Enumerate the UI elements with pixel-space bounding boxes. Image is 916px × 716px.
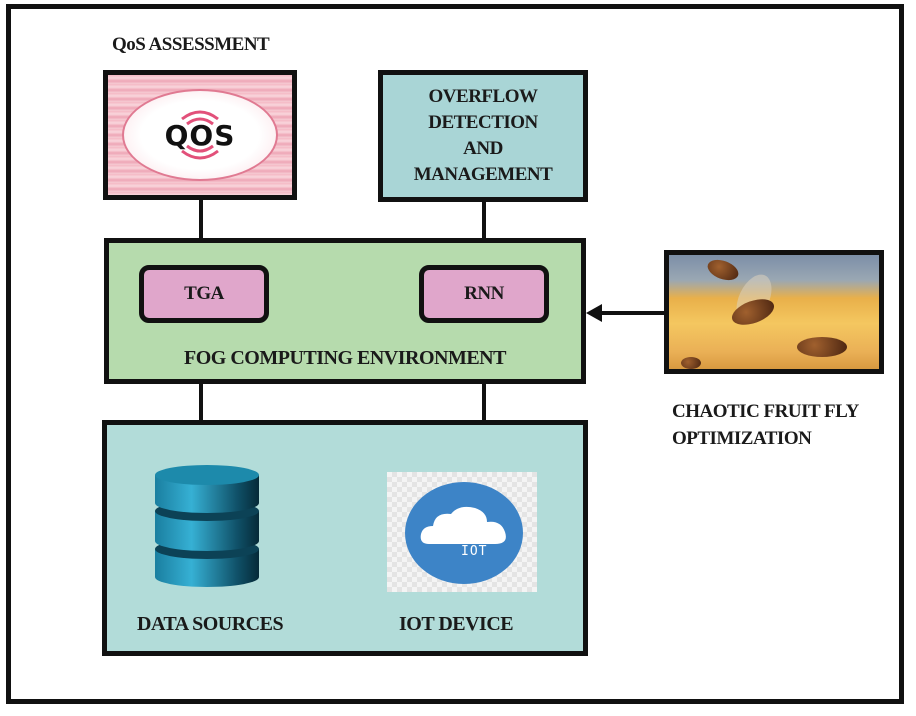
overflow-line-1: OVERFLOW <box>428 86 538 107</box>
rnn-module: RNN <box>419 265 549 323</box>
overflow-line-2: DETECTION <box>428 112 538 133</box>
caption-line-2: OPTIMIZATION <box>672 428 812 449</box>
data-sources-label: DATA SOURCES <box>137 613 284 635</box>
data-layer-box: IOT DATA SOURCES IOT DEVICE <box>102 420 588 656</box>
connector-fog-data-sources <box>199 384 203 420</box>
fruit-fly-3 <box>797 337 847 357</box>
rnn-label: RNN <box>464 283 504 304</box>
iot-device-icon: IOT <box>387 472 537 592</box>
chaotic-fruit-fly-caption: CHAOTIC FRUIT FLY OPTIMIZATION <box>672 398 859 452</box>
signal-waves-icon <box>181 110 219 160</box>
connector-fog-iot <box>482 384 486 420</box>
overflow-detection-box: OVERFLOW DETECTION AND MANAGEMENT <box>378 70 588 202</box>
arrow-head-icon <box>586 304 602 322</box>
database-icon <box>155 465 259 587</box>
fog-computing-box: TGA RNN FOG COMPUTING ENVIRONMENT <box>104 238 586 384</box>
qos-assessment-title: QoS ASSESSMENT <box>112 34 270 55</box>
fruit-fly-4 <box>681 357 701 369</box>
overflow-line-4: MANAGEMENT <box>413 164 553 185</box>
fog-computing-label: FOG COMPUTING ENVIRONMENT <box>184 347 506 369</box>
tga-label: TGA <box>184 283 224 304</box>
iot-icon-text: IOT <box>461 544 488 559</box>
fruit-fly-1 <box>728 294 778 330</box>
fruit-fly-2 <box>704 256 742 284</box>
tga-module: TGA <box>139 265 269 323</box>
iot-circle: IOT <box>405 482 523 584</box>
cloud-icon <box>420 506 506 544</box>
qos-logo-text: QOS <box>164 119 236 152</box>
iot-device-label: IOT DEVICE <box>399 613 514 635</box>
qos-assessment-box: QOS <box>103 70 297 200</box>
qos-logo-ellipse: QOS <box>122 89 278 181</box>
fruit-fly-image <box>664 250 884 374</box>
connector-qos-fog <box>199 200 203 238</box>
overflow-line-3: AND <box>463 138 503 159</box>
arrow-optimizer-to-fog <box>598 311 664 315</box>
caption-line-1: CHAOTIC FRUIT FLY <box>672 401 859 422</box>
connector-overflow-fog <box>482 202 486 238</box>
